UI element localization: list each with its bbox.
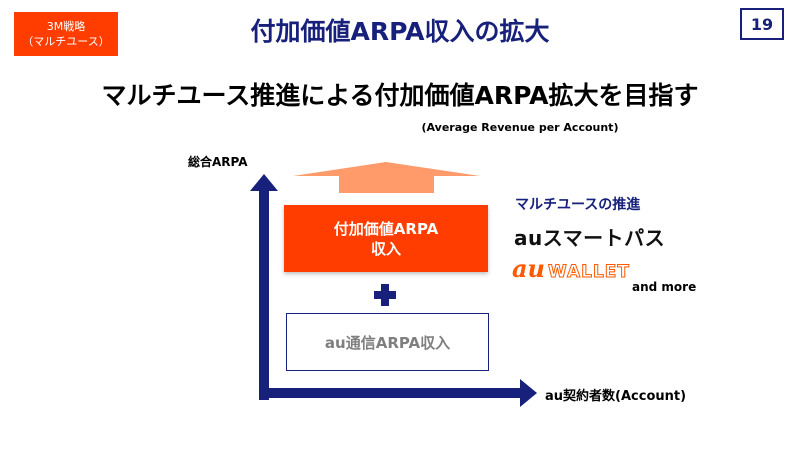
headline: マルチユース推進による付加価値ARPA拡大を目指す: [101, 81, 699, 110]
plus-icon: [374, 284, 396, 306]
page-number: 19: [740, 8, 784, 40]
growth-up-arrow: [293, 162, 480, 193]
and-more-label: and more: [632, 280, 697, 294]
x-axis-label: au契約者数(Account): [545, 389, 687, 404]
x-axis-arrowhead: [520, 379, 537, 407]
y-axis-arrowhead: [250, 174, 278, 191]
strategy-tag-line2: （マルチユース）: [22, 35, 110, 48]
y-axis-label: 総合ARPA: [188, 155, 248, 169]
wallet-au-mark: au: [512, 254, 545, 283]
au-smartpass-logo: auスマートパス: [514, 226, 666, 250]
axes: [250, 174, 537, 407]
value-box-line2: 収入: [370, 239, 401, 258]
value-added-arpa-box: 付加価値ARPA 収入: [284, 205, 488, 272]
slide-title: 付加価値ARPA収入の拡大: [250, 17, 550, 46]
promo-heading: マルチユースの推進: [515, 197, 641, 213]
y-axis-line: [259, 190, 269, 400]
sub-caption: (Average Revenue per Account): [421, 121, 619, 134]
x-axis-line: [259, 388, 521, 398]
wallet-word: WALLET: [547, 262, 631, 283]
au-telecom-arpa-box: au通信ARPA収入: [286, 313, 489, 371]
au-wallet-logo: au WALLET: [512, 254, 630, 283]
strategy-tag-line1: 3M戦略: [46, 20, 86, 33]
value-box-line1: 付加価値ARPA: [333, 219, 439, 238]
strategy-tag: 3M戦略 （マルチユース）: [14, 12, 118, 56]
